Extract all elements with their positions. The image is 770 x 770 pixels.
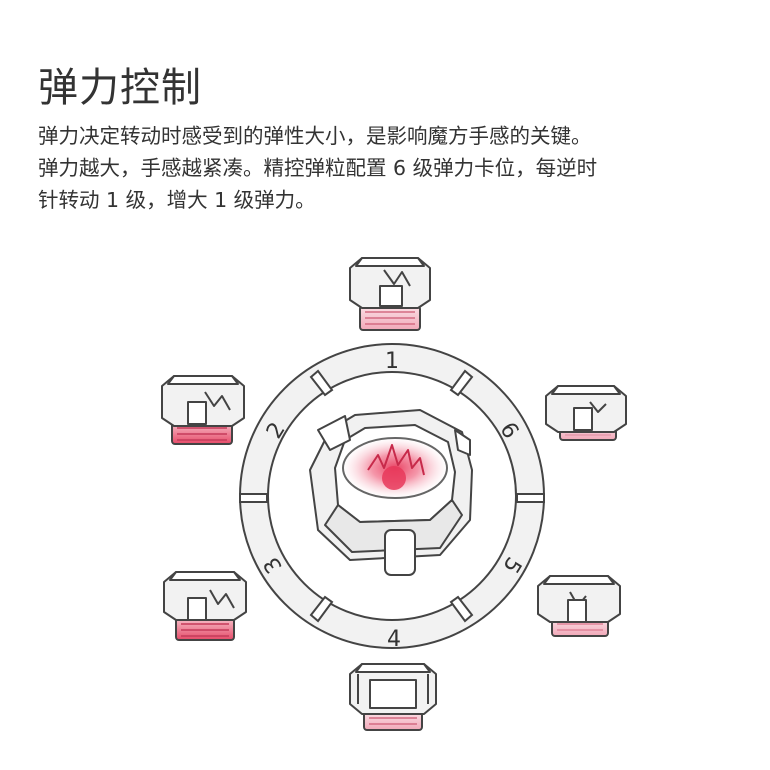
dial-level-1: 1 <box>385 349 399 374</box>
description-line-1: 弹力决定转动时感受到的弹性大小，是影响魔方手感的关键。 <box>38 124 592 148</box>
center-nut-illustration <box>309 409 473 576</box>
dial-level-4: 4 <box>387 627 401 652</box>
description-line-3: 针转动 1 级，增大 1 级弹力。 <box>38 188 316 212</box>
description-line-2: 弹力越大，手感越紧凑。精控弹粒配置 6 级弹力卡位，每逆时 <box>38 156 598 180</box>
description: 弹力决定转动时感受到的弹性大小，是影响魔方手感的关键。 弹力越大，手感越紧凑。精… <box>38 120 738 216</box>
nut-level-4 <box>349 663 437 731</box>
nut-level-3 <box>163 571 247 641</box>
nut-level-2 <box>161 375 245 445</box>
nut-level-5 <box>537 575 621 637</box>
page-title: 弹力控制 <box>38 65 202 111</box>
nut-level-1 <box>349 257 431 331</box>
nut-level-6 <box>545 385 627 441</box>
